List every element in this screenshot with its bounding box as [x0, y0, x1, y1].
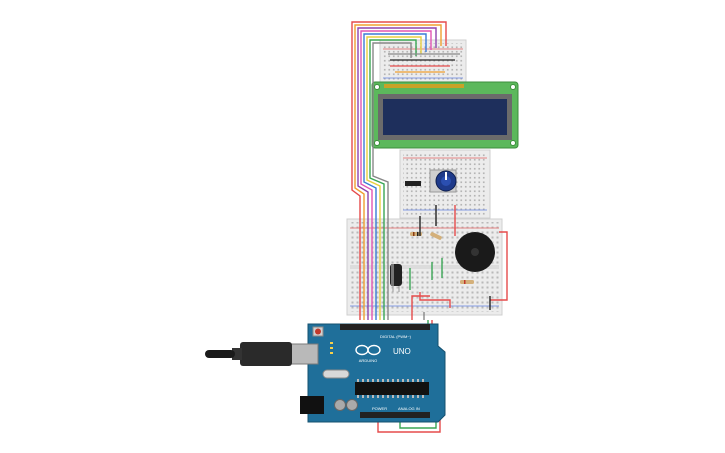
crystal	[322, 369, 350, 379]
digital-header-label: DIGITAL (PWM~)	[380, 334, 412, 339]
resistor	[460, 280, 474, 284]
breadboard-top	[379, 39, 467, 87]
lcd-pins	[384, 84, 464, 88]
capacitor	[390, 264, 402, 292]
brand-label: ARDUINO	[359, 358, 377, 363]
arduino-logo	[355, 344, 381, 356]
model-label: UNO	[393, 347, 411, 356]
piezo-buzzer	[455, 232, 495, 272]
resistor	[430, 232, 442, 240]
usb-cable[interactable]	[205, 342, 319, 366]
potentiometer[interactable]	[429, 169, 457, 193]
analog-power-header	[360, 412, 430, 418]
microcontroller-chip	[355, 382, 429, 395]
transistor	[405, 181, 421, 186]
digital-header	[340, 324, 430, 330]
lcd-screen	[383, 99, 507, 135]
wire-bundle-left	[351, 21, 447, 320]
power-jack[interactable]	[300, 396, 324, 414]
analog-header-label: ANALOG IN	[398, 406, 420, 411]
reset-button[interactable]	[315, 328, 321, 335]
board-capacitor	[346, 399, 358, 411]
board-capacitor	[334, 399, 346, 411]
arduino-uno-board: ARDUINO UNO POWER ANALOG IN DIGITAL (PWM…	[300, 323, 446, 423]
power-header-label: POWER	[372, 406, 387, 411]
wires-top-board	[388, 53, 460, 73]
resistor	[410, 232, 422, 236]
lcd-module	[371, 81, 519, 149]
